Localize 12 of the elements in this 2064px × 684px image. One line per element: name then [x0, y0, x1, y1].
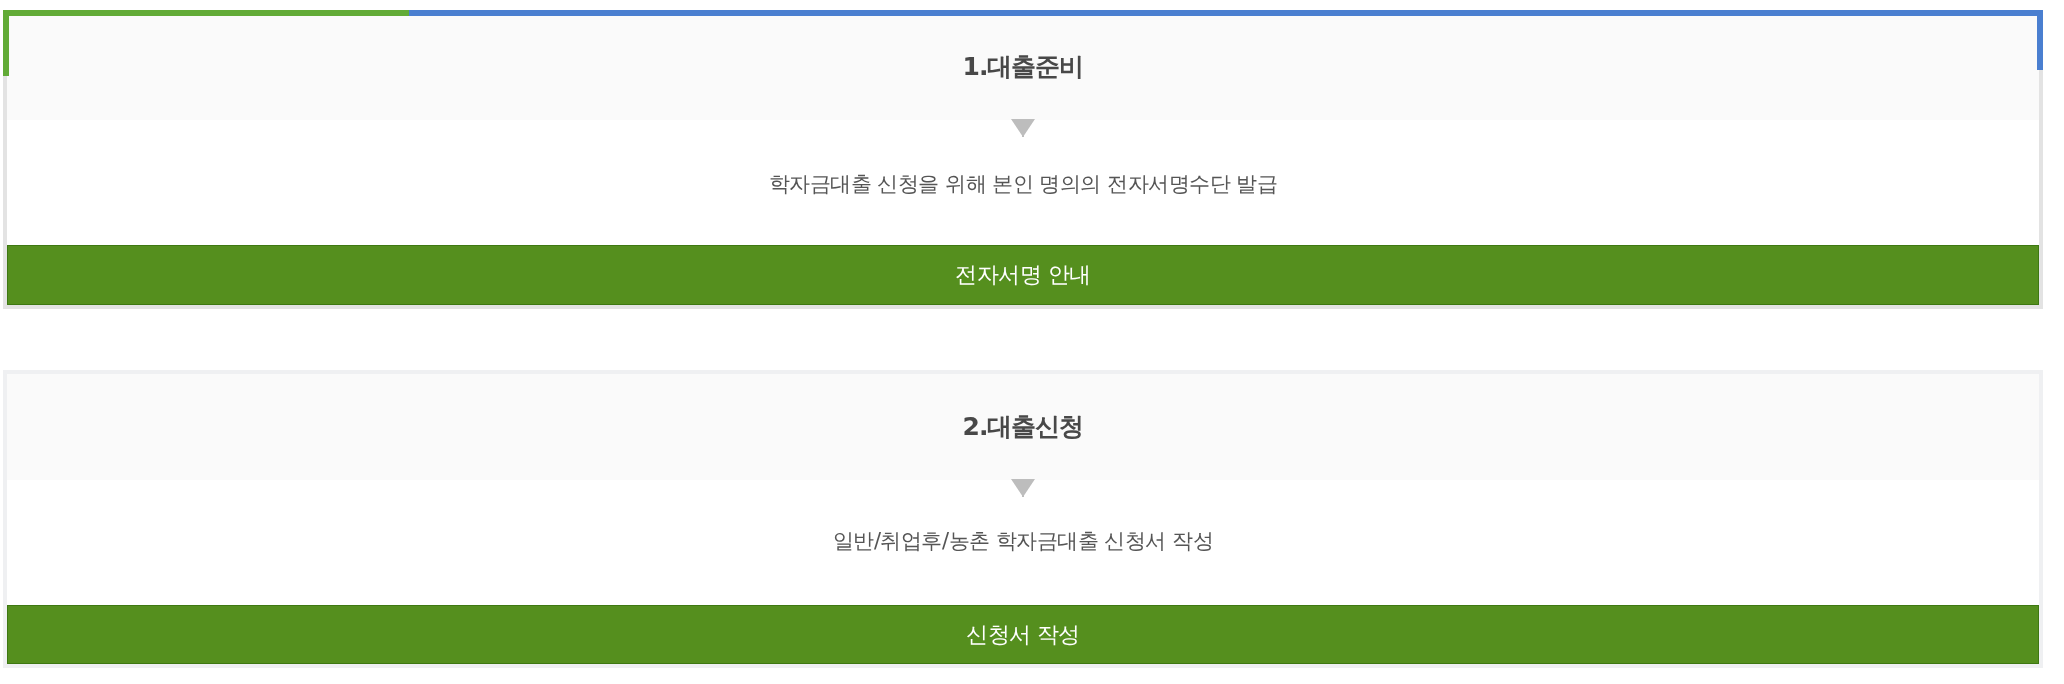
step-title: 1.대출준비 — [962, 51, 1084, 83]
step-description: 학자금대출 신청을 위해 본인 명의의 전자서명수단 발급 — [768, 171, 1278, 198]
link-button: 신청서 작성 — [7, 605, 2039, 664]
header-band — [7, 374, 2039, 480]
header-band — [7, 14, 2039, 120]
link-button: 전자서명 안내 — [7, 245, 2039, 305]
step-description: 일반/취업후/농촌 학자금대출 신청서 작성 — [832, 528, 1214, 555]
step-card — [3, 370, 2043, 668]
step-title: 2.대출신청 — [962, 411, 1084, 443]
arrow — [1011, 119, 1035, 138]
step-card — [3, 10, 2043, 309]
arrow — [1011, 479, 1035, 498]
